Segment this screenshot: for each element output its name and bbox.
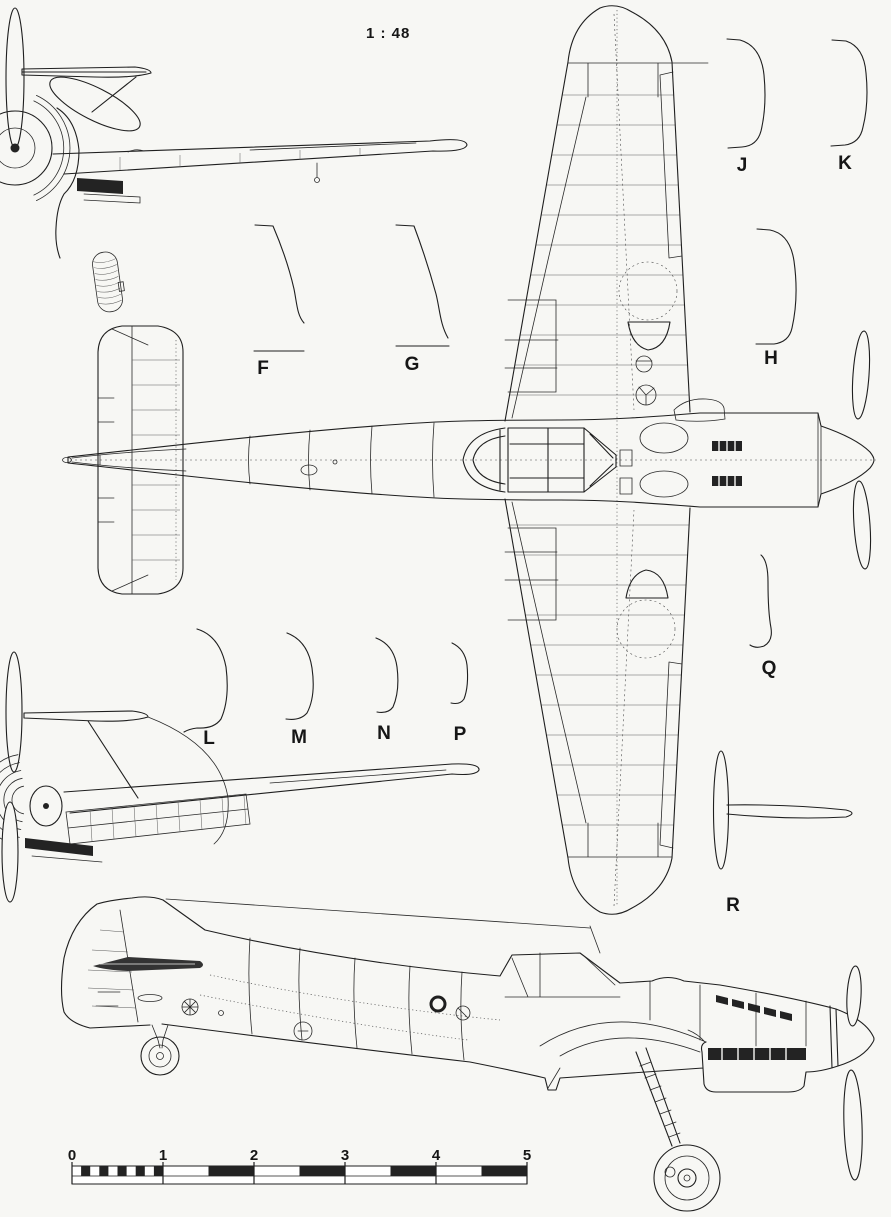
section-label-R: R [726, 895, 740, 916]
section-P-curve [450, 642, 469, 705]
side-outline [60, 896, 875, 1093]
section-label-P: P [454, 724, 467, 745]
slat-aileron-lines [511, 71, 683, 849]
exhaust-stubs-side [716, 995, 792, 1021]
section-label-N: N [377, 723, 391, 744]
flap-grid [65, 793, 251, 845]
prop-blade-vertical2 [5, 651, 23, 773]
section-H-curve [755, 228, 797, 345]
radiator-front [77, 178, 123, 194]
section-labels: F G H J K L M N P Q R [203, 153, 852, 916]
tailplane-plan [97, 325, 184, 595]
cowl-front-side [55, 107, 80, 259]
canopy-side [504, 952, 621, 998]
scale-ratio-label: 1 : 48 [366, 25, 410, 42]
radiator-front2 [25, 838, 93, 856]
prop-blade-upper [851, 330, 871, 420]
canopy-plan [462, 427, 633, 495]
ruler-tick-2: 2 [250, 1147, 258, 1164]
scale-bar: 0 1 2 3 4 5 [68, 1147, 531, 1185]
section-M-curve [285, 632, 314, 720]
front-view-lower [0, 651, 480, 903]
gun-bulge-lower [639, 470, 689, 498]
wing-starboard-outline [504, 5, 691, 422]
scale-bar-halves [208, 1166, 527, 1176]
tailplane-front [21, 66, 152, 113]
front-view-upper [0, 7, 468, 259]
tail-wheel [140, 1024, 180, 1076]
prop-blade-lower [852, 480, 872, 570]
section-R-figure [712, 750, 853, 870]
section-label-L: L [203, 728, 215, 749]
wheel-well-starboard [627, 321, 671, 351]
prop-blade-down [1, 801, 19, 903]
section-G-curve [395, 224, 450, 347]
plan-view [62, 5, 876, 915]
section-label-Q: Q [762, 658, 777, 679]
ruler-tick-1: 1 [159, 1147, 167, 1164]
section-N-curve [375, 637, 399, 713]
wheel-well-port [625, 569, 669, 599]
gun-bulge-upper [639, 422, 689, 454]
prop-blade-side-lower [843, 1069, 863, 1181]
ruler-tick-0: 0 [68, 1147, 76, 1164]
ruler-tick-5: 5 [523, 1147, 531, 1164]
section-L-curve [183, 628, 228, 733]
section-Q-curve [749, 554, 772, 648]
prop-blade-diagonal [49, 76, 141, 132]
antenna-wire [165, 898, 601, 954]
radiator-matrix [708, 1048, 806, 1060]
ruler-tick-4: 4 [432, 1147, 441, 1164]
prop-blade-vertical [5, 7, 25, 149]
wing-front [52, 139, 468, 175]
section-label-K: K [838, 153, 852, 174]
section-label-J: J [737, 155, 748, 176]
section-label-H: H [764, 348, 778, 369]
section-label-G: G [405, 354, 420, 375]
ruler-tick-3: 3 [341, 1147, 349, 1164]
section-label-M: M [291, 727, 307, 748]
fuselage-plan-outline [67, 412, 875, 508]
main-landing-gear [635, 1047, 721, 1212]
section-J-curve [726, 38, 766, 149]
section-F-curve [253, 224, 305, 352]
side-view [60, 896, 875, 1212]
section-K-curve [830, 39, 868, 147]
intake-scoop [673, 398, 726, 422]
exhaust-pipe-detail [92, 251, 125, 313]
scale-bar-tenths [81, 1166, 163, 1176]
wing-front2 [63, 763, 480, 814]
wing-root-side [539, 1021, 707, 1089]
section-label-F: F [257, 358, 269, 379]
cross-sections [183, 38, 868, 870]
wing-port-outline [504, 498, 691, 915]
prop-blade-side-upper [846, 965, 862, 1027]
